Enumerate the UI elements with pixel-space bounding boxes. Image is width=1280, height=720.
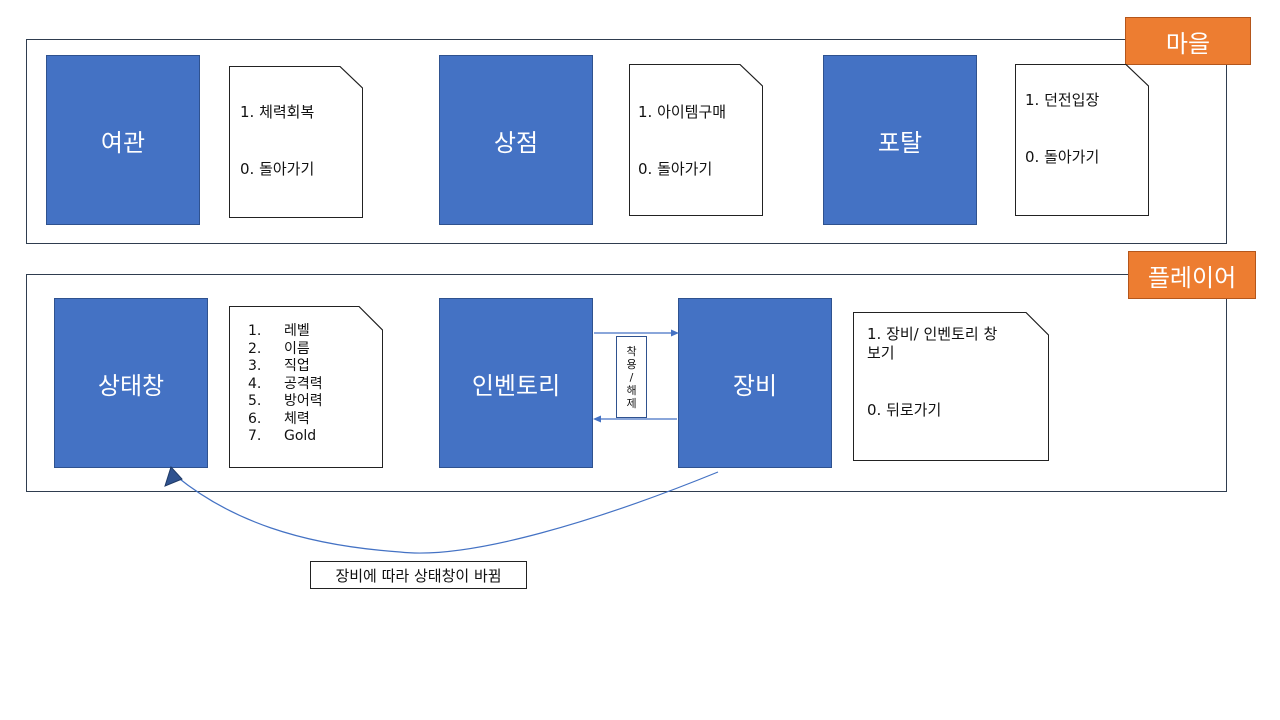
shop-menu-item: 1. 아이템구매 bbox=[638, 103, 727, 121]
equip-arrow-head bbox=[671, 329, 679, 337]
status-list: 1.레벨 2.이름 3.직업 4.공격력 5.방어력 6.체력 7.Gold bbox=[248, 323, 323, 446]
equipment-block[interactable]: 장비 bbox=[678, 298, 832, 468]
status-item: 2.이름 bbox=[248, 340, 310, 357]
shop-block[interactable]: 상점 bbox=[439, 55, 593, 225]
note-shape bbox=[229, 66, 363, 218]
status-item: 6.체력 bbox=[248, 410, 310, 427]
status-item: 7.Gold bbox=[248, 428, 317, 444]
note-shape bbox=[1015, 64, 1149, 216]
portal-menu-note: 1. 던전입장 0. 돌아가기 bbox=[1015, 64, 1149, 216]
equip-toggle-char: 용 bbox=[626, 357, 637, 371]
status-item: 3.직업 bbox=[248, 358, 310, 374]
equipment-menu-item: 0. 뒤로가기 bbox=[867, 401, 942, 419]
inn-menu-note: 1. 체력회복 0. 돌아가기 bbox=[229, 66, 363, 218]
equip-toggle-char: 해 bbox=[626, 383, 637, 397]
inn-menu-item: 1. 체력회복 bbox=[240, 103, 315, 121]
status-items-note: 1.레벨 2.이름 3.직업 4.공격력 5.방어력 6.체력 7.Gold bbox=[229, 306, 383, 468]
status-block[interactable]: 상태창 bbox=[54, 298, 208, 468]
equip-toggle-char: / bbox=[629, 370, 634, 384]
portal-menu-item: 0. 돌아가기 bbox=[1025, 148, 1100, 166]
status-item: 5.방어력 bbox=[248, 393, 323, 409]
equipment-menu-item: 보기 bbox=[867, 344, 895, 362]
equip-toggle-char: 제 bbox=[626, 396, 637, 410]
shop-menu-item: 0. 돌아가기 bbox=[638, 160, 713, 178]
note-shape bbox=[853, 312, 1049, 461]
status-item: 1.레벨 bbox=[248, 323, 310, 339]
inventory-block[interactable]: 인벤토리 bbox=[439, 298, 593, 468]
portal-menu-item: 1. 던전입장 bbox=[1025, 91, 1100, 109]
unequip-arrow-head bbox=[593, 415, 601, 423]
inn-block[interactable]: 여관 bbox=[46, 55, 200, 225]
status-item: 4.공격력 bbox=[248, 375, 323, 392]
equip-toggle-label: 착 용 / 해 제 bbox=[616, 336, 647, 418]
shop-menu-note: 1. 아이템구매 0. 돌아가기 bbox=[629, 64, 763, 216]
player-tag: 플레이어 bbox=[1128, 251, 1256, 299]
equipment-menu-note: 1. 장비/ 인벤토리 창 보기 0. 뒤로가기 bbox=[853, 312, 1049, 461]
status-update-arrow-head bbox=[164, 466, 183, 487]
equip-toggle-char: 착 bbox=[626, 344, 637, 358]
status-update-curve bbox=[175, 471, 719, 554]
inn-menu-item: 0. 돌아가기 bbox=[240, 160, 315, 178]
village-tag: 마을 bbox=[1125, 17, 1251, 65]
note-shape bbox=[229, 306, 383, 468]
status-update-caption: 장비에 따라 상태창이 바뀜 bbox=[310, 561, 527, 589]
equipment-menu-item: 1. 장비/ 인벤토리 창 bbox=[867, 325, 998, 343]
portal-block[interactable]: 포탈 bbox=[823, 55, 977, 225]
note-shape bbox=[629, 64, 763, 216]
